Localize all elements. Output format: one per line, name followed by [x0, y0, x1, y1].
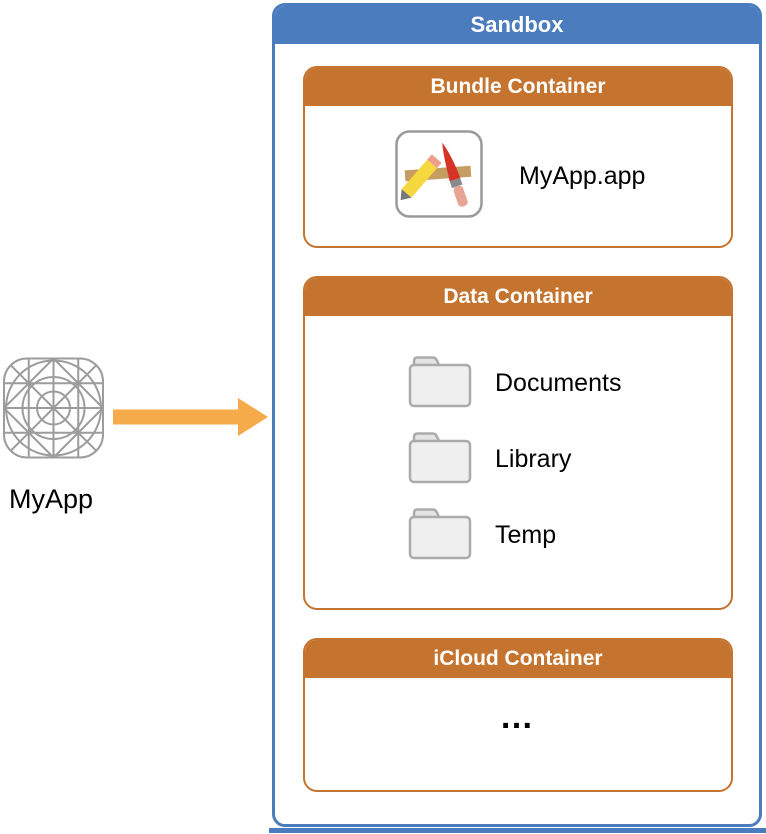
bottom-accent-bar	[269, 828, 766, 833]
bundle-item-row: MyApp.app	[395, 130, 645, 223]
sandbox-box: Sandbox Bundle Container	[272, 3, 762, 827]
folder-icon	[407, 505, 473, 566]
icloud-ellipsis: …	[499, 698, 537, 736]
bundle-container-box: Bundle Container	[303, 66, 733, 248]
right-arrow-icon	[113, 398, 268, 441]
folder-icon	[407, 429, 473, 490]
folder-label: Temp	[495, 520, 557, 549]
folder-label: Documents	[495, 368, 622, 397]
myapp-wireframe-icon	[2, 356, 105, 465]
icloud-container-title: iCloud Container	[305, 640, 731, 678]
folder-row-temp: Temp	[407, 506, 556, 564]
sandbox-title: Sandbox	[275, 6, 759, 44]
app-bundle-icon	[395, 130, 483, 223]
folder-row-library: Library	[407, 430, 571, 488]
myapp-label: MyApp	[9, 484, 94, 514]
folder-label: Library	[495, 444, 572, 473]
folder-row-documents: Documents	[407, 354, 621, 412]
bundle-item-label: MyApp.app	[519, 162, 646, 190]
data-container-box: Data Container Documents Libr	[303, 276, 733, 610]
folder-icon	[407, 353, 473, 414]
bundle-container-title: Bundle Container	[305, 68, 731, 106]
data-container-title: Data Container	[305, 278, 731, 316]
icloud-container-box: iCloud Container …	[303, 638, 733, 792]
